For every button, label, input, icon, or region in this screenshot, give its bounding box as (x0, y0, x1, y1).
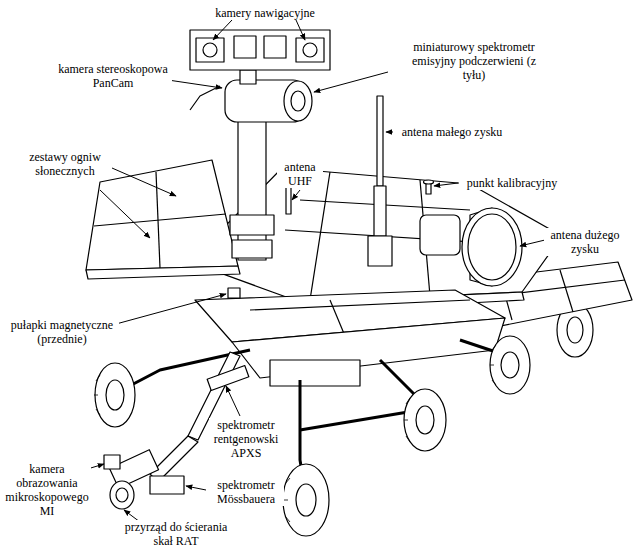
pancam-head (264, 36, 286, 58)
leader-line (116, 294, 226, 324)
instrument-turret (104, 450, 184, 509)
wheel (404, 389, 446, 451)
part-label: miniaturowy spektrometr emisyjny podczer… (406, 40, 542, 82)
wheel (567, 317, 583, 343)
wheel-tread (490, 345, 496, 385)
solar-panel (86, 266, 240, 279)
pancam-head (284, 81, 312, 121)
pancam-head (190, 86, 220, 110)
high-gain-antenna (420, 215, 460, 255)
pancam-head (203, 43, 217, 57)
leader-line (314, 72, 388, 92)
leader-line (386, 132, 393, 133)
wheel (106, 380, 124, 410)
low-gain-antenna (368, 236, 392, 266)
leader-line (292, 190, 300, 200)
leader-line (520, 240, 545, 246)
magnetic-trap (228, 288, 240, 298)
robotic-arm (150, 352, 249, 482)
leader-line (226, 386, 240, 416)
wheel (283, 464, 329, 536)
leader-line (112, 168, 176, 196)
part-label: punkt kalibracyjny (459, 176, 565, 190)
warm-body (232, 318, 505, 386)
part-label: kamery nawigacyjne (195, 6, 335, 20)
wheel (296, 484, 316, 516)
pancam-head (234, 36, 256, 58)
pancam-head (240, 70, 256, 84)
robotic-arm (150, 436, 198, 482)
part-label: antena dużego zysku (544, 228, 626, 256)
pancam-head (291, 91, 305, 111)
instrument-turret (150, 476, 184, 494)
calibration-target (424, 180, 434, 194)
pancam-head (296, 38, 324, 62)
pancam-head (196, 38, 224, 62)
part-label: kamera stereoskopowa PanCam (54, 62, 172, 90)
mast (232, 240, 272, 258)
part-label: spektrometr Mössbauera (208, 478, 284, 506)
robotic-arm (207, 366, 249, 391)
leader-line (100, 190, 150, 238)
pancam-head (190, 30, 330, 122)
solar-panel (560, 270, 573, 312)
wheel (501, 352, 519, 378)
rocker-bogie (300, 410, 420, 430)
instrument-turret (104, 455, 120, 469)
part-label: pułapki magnetyczne (przednie) (5, 318, 119, 346)
wheel (95, 336, 530, 536)
front-deck (330, 300, 345, 336)
leader-line (213, 20, 232, 40)
leader-line (296, 20, 305, 40)
low-gain-antenna (368, 96, 392, 266)
front-deck (250, 300, 470, 310)
high-gain-antenna (462, 208, 522, 286)
instrument-turret (110, 481, 134, 509)
high-gain-antenna (420, 208, 522, 286)
warm-body (270, 360, 360, 386)
wheel (490, 336, 530, 394)
mast (230, 215, 274, 235)
wheel-tread (94, 375, 100, 415)
leader-line (434, 183, 458, 186)
leader-line (186, 486, 206, 490)
pancam-head (190, 30, 330, 70)
part-label: zestawy ogniw słonecznych (19, 150, 111, 178)
pancam-head (303, 43, 317, 57)
wheel-tread (283, 478, 290, 522)
leader-line (168, 80, 222, 88)
instrument-turret (116, 488, 128, 502)
wheel (95, 363, 135, 427)
mast (238, 110, 266, 260)
wheel-tread (404, 398, 410, 442)
low-gain-antenna (374, 186, 386, 236)
calibration-target (424, 180, 434, 184)
part-label: antena UHF (277, 160, 323, 188)
solar-panel (156, 172, 160, 268)
magnetic-trap (228, 288, 240, 298)
part-label: antena małego zysku (393, 125, 511, 139)
leader-line (84, 20, 545, 522)
rover-deck (310, 172, 330, 300)
part-label: kamera obrazowania mikroskopowego MI (3, 462, 91, 518)
solar-panel (94, 214, 226, 226)
wheel (416, 406, 434, 434)
wheel-tread (94, 345, 496, 522)
high-gain-antenna (468, 214, 516, 280)
part-label: przyrząd do ścierania skał RAT (118, 520, 234, 548)
low-gain-antenna (377, 96, 383, 186)
part-label: spektrometr rentgenowski APXS (209, 418, 283, 460)
